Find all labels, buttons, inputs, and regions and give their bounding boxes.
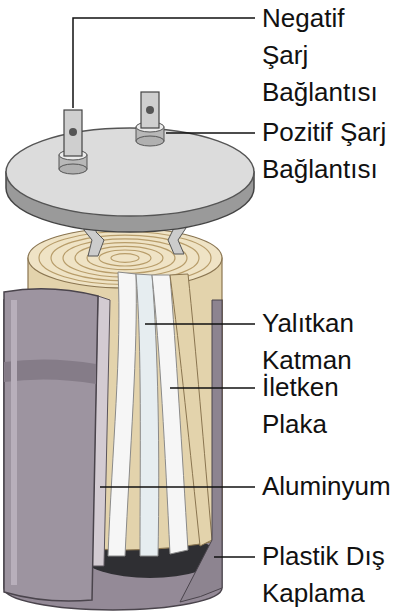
terminal-tab (141, 92, 159, 128)
part-label: İletken Plaka (262, 369, 387, 443)
leader-line (73, 18, 255, 108)
can-front (4, 289, 98, 601)
roll-ring (111, 254, 139, 263)
roll-ring (63, 239, 187, 277)
terminal-hole (146, 106, 154, 114)
insulating-layer (108, 272, 136, 556)
part-label: Plastik Dış Kaplama (262, 538, 392, 612)
leader-line (170, 387, 255, 389)
leader-line (145, 323, 255, 325)
cap-top (6, 128, 254, 216)
part-label: Pozitif Şarj Bağlantısı (262, 114, 400, 188)
can-highlight (11, 300, 17, 585)
conductive-plate (170, 274, 212, 546)
terminal-base (59, 164, 87, 174)
part-label: Aluminyum (262, 468, 400, 505)
can-band (4, 359, 96, 384)
part-label: Negatif Şarj Bağlantısı (262, 0, 387, 111)
leader-line (166, 132, 255, 134)
terminal-base (136, 136, 164, 146)
leader-line (100, 486, 255, 488)
terminal-tab (64, 110, 82, 156)
leader-lines (73, 18, 255, 557)
part-label: Yalıtkan Katman (262, 305, 387, 379)
terminal-hole (69, 128, 77, 136)
leader-line (214, 556, 255, 558)
roll-ring (99, 250, 151, 266)
